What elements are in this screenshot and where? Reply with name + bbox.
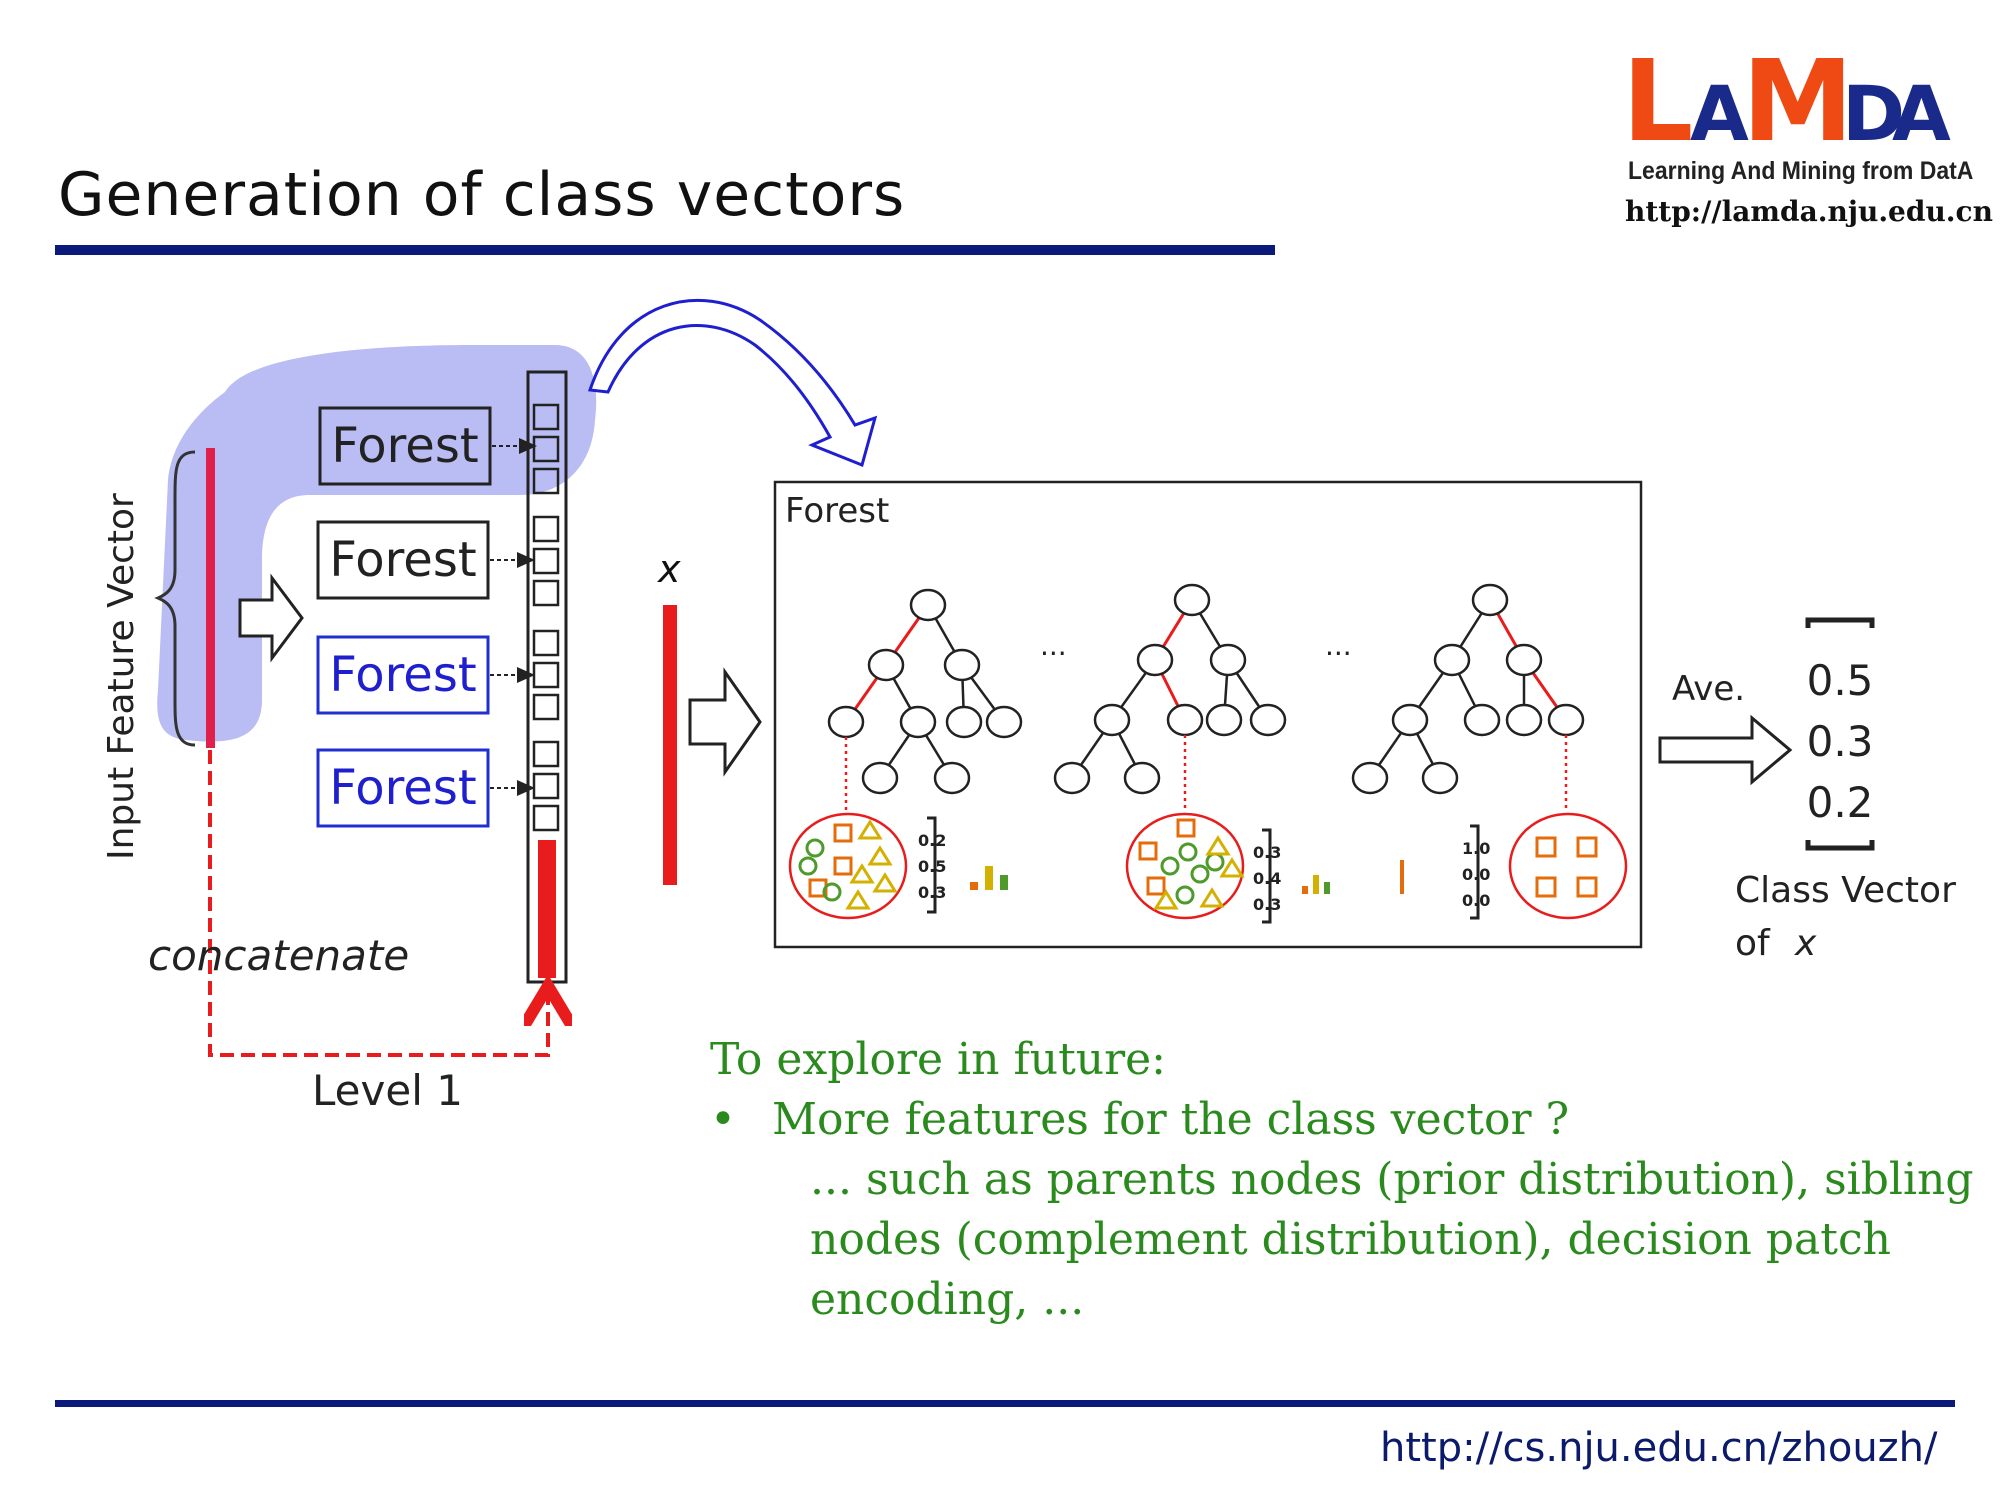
leaf-histogram-3 xyxy=(1400,860,1404,894)
class-vector-label: Class Vector xyxy=(1735,870,1956,911)
notes-bullet-text: More features for the class vector ? xyxy=(772,1094,1570,1145)
notes-bullet: • More features for the class vector ? xyxy=(710,1090,1974,1150)
leaf-3-value-2: 0.0 xyxy=(1462,865,1490,884)
leaf-1-value-1: 0.2 xyxy=(918,831,946,850)
cascade-forest-4-label: Forest xyxy=(329,760,476,816)
leaf-vector-2: 0.3 0.4 0.3 xyxy=(1253,828,1281,924)
input-feature-vector-label: Input Feature Vector xyxy=(101,493,142,860)
cascade-forest-1: Forest xyxy=(318,406,492,486)
notes-line-2: nodes (complement distribution), decisio… xyxy=(810,1214,1891,1265)
class-vector: 0.5 0.3 0.2 xyxy=(1805,617,1875,851)
cascade-forest-2-label: Forest xyxy=(329,532,476,588)
notes-line-1: ... such as parents nodes (prior distrib… xyxy=(810,1154,1974,1205)
tree-ellipsis-1: ... xyxy=(1040,629,1067,662)
notes-line-3: encoding, ... xyxy=(810,1274,1085,1325)
cascade-forest-4: Forest xyxy=(316,748,490,828)
leaf-2-value-2: 0.4 xyxy=(1253,869,1281,888)
leaf-1-value-2: 0.5 xyxy=(918,857,946,876)
leaf-3-value-1: 1.0 xyxy=(1462,839,1490,858)
class-vector-x: x xyxy=(1794,923,1817,964)
notes-heading: To explore in future: xyxy=(710,1034,1166,1085)
forest-detail-title: Forest xyxy=(785,491,889,531)
cascade-forest-3: Forest xyxy=(316,635,490,715)
class-vector-of: of xyxy=(1735,923,1771,964)
x-to-forest-arrow xyxy=(688,667,762,777)
leaf-samples-3 xyxy=(1508,812,1628,920)
tree-3 xyxy=(1351,583,1585,795)
lamda-logo-letter-d: D xyxy=(1842,69,1905,158)
lamda-logo-letter-a2: A xyxy=(1892,69,1951,158)
lamda-logo-letter-l: L xyxy=(1622,40,1693,160)
cascade-forest-2: Forest xyxy=(316,520,490,600)
footer-rule xyxy=(55,1400,1955,1407)
ave-arrow xyxy=(1658,714,1793,786)
input-brace xyxy=(154,450,196,747)
leaf-histogram-2 xyxy=(1302,875,1330,894)
x-vector-bar xyxy=(663,605,677,885)
input-to-forests-arrow xyxy=(238,573,304,663)
leaf-samples-1 xyxy=(788,812,908,920)
leaf-1-value-3: 0.3 xyxy=(918,883,946,902)
tree-2 xyxy=(1053,583,1287,795)
lamda-tagline: Learning And Mining from DatA xyxy=(1628,157,1974,185)
lamda-logo-letter-m: M xyxy=(1742,40,1853,160)
ave-label: Ave. xyxy=(1672,669,1745,709)
lamda-url: http://lamda.nju.edu.cn xyxy=(1625,195,1993,228)
zoom-arrow xyxy=(587,298,878,468)
class-vector-value-3: 0.2 xyxy=(1807,778,1874,827)
slide-title: Generation of class vectors xyxy=(58,160,906,230)
cascade-forest-3-label: Forest xyxy=(329,647,476,703)
class-vector-value-1: 0.5 xyxy=(1807,656,1874,705)
leaf-2-value-1: 0.3 xyxy=(1253,843,1281,862)
tree-1 xyxy=(827,588,1023,795)
input-vector-bar xyxy=(206,448,215,748)
title-underline xyxy=(55,245,1275,255)
bullet-symbol: • xyxy=(710,1094,736,1145)
tree-ellipsis-2: ... xyxy=(1325,629,1352,662)
footer-url[interactable]: http://cs.nju.edu.cn/zhouzh/ xyxy=(1380,1425,1938,1471)
lamda-logo: L A M D A xyxy=(1622,40,1951,160)
class-vector-cells xyxy=(532,403,560,832)
lamda-logo-letter-a1: A xyxy=(1690,69,1749,158)
concatenate-label: concatenate xyxy=(148,931,409,980)
leaf-histogram-1 xyxy=(970,866,1008,890)
concatenated-input-bar xyxy=(538,840,556,978)
class-vector-value-2: 0.3 xyxy=(1807,717,1874,766)
cascade-forest-1-label: Forest xyxy=(331,418,478,474)
leaf-vector-1: 0.2 0.5 0.3 xyxy=(918,816,946,914)
leaf-samples-2 xyxy=(1125,812,1245,920)
x-label: x xyxy=(657,547,681,591)
leaf-2-value-3: 0.3 xyxy=(1253,895,1281,914)
level-label: Level 1 xyxy=(312,1066,463,1115)
leaf-vector-3: 1.0 0.0 0.0 xyxy=(1462,824,1490,920)
highlight-region xyxy=(157,345,597,742)
concatenate-path xyxy=(208,750,548,1057)
leaf-3-value-3: 0.0 xyxy=(1462,891,1490,910)
future-notes: To explore in future: • More features for… xyxy=(710,1030,1974,1330)
